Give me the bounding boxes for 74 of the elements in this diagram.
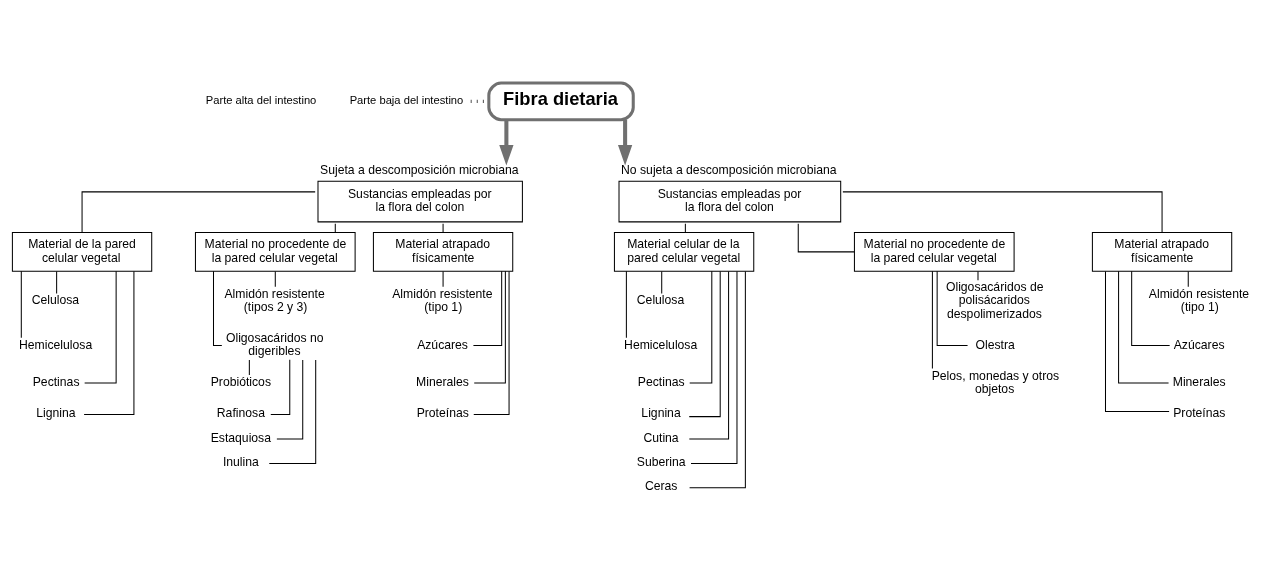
connector (442, 270, 444, 287)
arrow (499, 119, 514, 165)
node-box: Sustancias empleadas por la flora del colon (618, 180, 842, 222)
node-box: Material atrapado físicamente (1091, 231, 1233, 272)
connector (1118, 270, 1170, 384)
node-text: Rafinosa (216, 405, 265, 420)
node-box: Material no procedente de la pared celular vegetal (853, 231, 1015, 272)
node-box: Sustancias empleadas por la flora del colon (317, 180, 523, 222)
label: Parte alta del intestino (205, 93, 317, 106)
connector (276, 359, 304, 439)
connector (1187, 270, 1189, 287)
connector (661, 270, 663, 294)
label: Parte baja del intestino (349, 93, 464, 106)
node-text: Ceras (644, 478, 678, 493)
node-text: Olestra (975, 337, 1015, 352)
node-text: Almidón resistente (tipo 1) (1148, 286, 1250, 314)
node-text: Proteínas (416, 405, 469, 420)
connector (84, 270, 117, 384)
node-text: Inulina (222, 454, 259, 469)
node-text: Probióticos (210, 374, 271, 389)
connector (977, 270, 979, 281)
node-box: Material celular de la pared celular vegetal (613, 231, 755, 272)
node-text: Celulosa (31, 292, 80, 307)
node-text: Hemicelulosa (624, 337, 698, 352)
node-text: Cutina (643, 430, 679, 445)
arrow (617, 119, 633, 165)
connector (473, 270, 506, 384)
node-box: Material atrapado físicamente (372, 231, 514, 272)
connector (472, 270, 503, 346)
node-text: Pectinas (637, 374, 685, 389)
node-box: Fibra dietaria (487, 81, 635, 121)
node-text: Azúcares (417, 337, 468, 352)
connector (473, 270, 510, 415)
node-text: Celulosa (636, 292, 685, 307)
connector (248, 358, 250, 376)
connector (931, 270, 933, 369)
node-text: Minerales (1172, 374, 1226, 389)
connector (270, 358, 291, 415)
node-text: Almidón resistente (tipos 2 y 3) (224, 286, 325, 314)
connector (274, 270, 276, 287)
node-box: Material no procedente de la pared celular vegetal (194, 231, 356, 272)
node-text: Oligosacáridos de polisácaridos despolimerizados (945, 279, 1044, 321)
node-text: Lignina (641, 405, 681, 420)
connector (1131, 270, 1171, 346)
node-text: Suberina (636, 454, 686, 469)
node-text: Proteínas (1173, 405, 1226, 420)
connector (625, 270, 627, 338)
connector (688, 270, 721, 417)
node-label: Sujeta a descomposición microbiana (320, 162, 519, 177)
connector (83, 270, 135, 415)
node-text: Almidón resistente (tipo 1) (392, 286, 493, 314)
connector (442, 222, 444, 233)
connector (56, 270, 58, 294)
connector (81, 190, 316, 233)
connector (1105, 270, 1170, 412)
connector (690, 270, 738, 464)
connector (842, 190, 1163, 233)
node-text: Estaquiosa (210, 430, 272, 445)
node-text: Azúcares (1173, 337, 1225, 352)
connector (797, 222, 855, 252)
node-text: Oligosacáridos no digeribles (225, 330, 324, 358)
connector (689, 270, 746, 488)
node-label: No sujeta a descomposición microbiana (621, 162, 837, 177)
connector (688, 270, 730, 439)
node-text: Pectinas (32, 374, 80, 389)
node-text: Minerales (416, 374, 469, 389)
node-text: Lignina (36, 405, 76, 420)
connector (268, 358, 317, 464)
node-text: Pelos, monedas y otros objetos (931, 368, 1060, 396)
connector (689, 270, 713, 384)
connector (936, 270, 969, 346)
node-text: Hemicelulosa (19, 337, 93, 352)
connector (20, 270, 22, 338)
node-box: Material de la pared celular vegetal (11, 231, 153, 272)
